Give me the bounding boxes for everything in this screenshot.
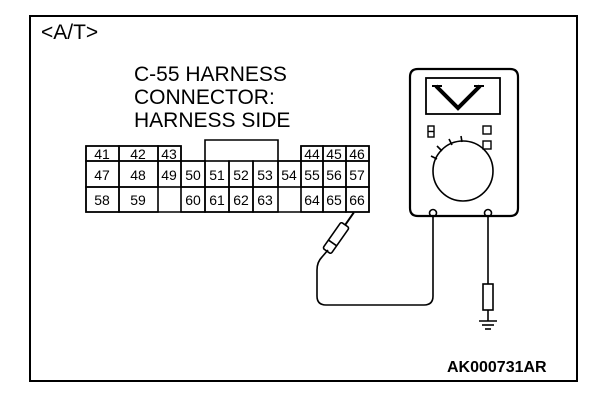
connector-pin-labels: 41 42 43 44 45 46 47 48 49 50 51 52 53 5… <box>94 146 365 208</box>
connector-row-3-cells <box>85 186 370 213</box>
pin-60: 60 <box>185 192 201 208</box>
pin-46: 46 <box>349 146 365 162</box>
probe-body <box>322 212 355 254</box>
multimeter-jacks <box>428 208 493 218</box>
pin-65: 65 <box>326 192 342 208</box>
pin-44: 44 <box>304 146 320 162</box>
multimeter: V <box>0 0 520 218</box>
pin-63: 63 <box>257 192 273 208</box>
ground-probe-lead <box>482 217 494 321</box>
pin-58: 58 <box>94 192 110 208</box>
voltage-symbol-icon <box>432 84 484 111</box>
pin-41: 41 <box>94 146 110 162</box>
connector-title-line-3: HARNESS SIDE <box>134 109 291 132</box>
pin-57: 57 <box>349 167 365 183</box>
pin-54: 54 <box>281 167 297 183</box>
pin-48: 48 <box>130 167 146 183</box>
multimeter-body <box>408 67 520 218</box>
pin-50: 50 <box>185 167 201 183</box>
pin-51: 51 <box>209 167 225 183</box>
pin-56: 56 <box>326 167 342 183</box>
pin-45: 45 <box>326 146 342 162</box>
pin-66: 66 <box>349 192 365 208</box>
display-symbol: V <box>0 0 1 1</box>
ground-probe-body <box>482 283 494 311</box>
pin-47: 47 <box>94 167 110 183</box>
pin-42: 42 <box>130 146 146 162</box>
ground-icon <box>479 320 497 330</box>
section-label: <A/T> <box>41 21 99 44</box>
pin-55: 55 <box>304 167 320 183</box>
pin-62: 62 <box>233 192 249 208</box>
multimeter-buttons <box>427 125 492 150</box>
diagram-frame <box>29 15 578 382</box>
pin-59: 59 <box>130 192 146 208</box>
pin-61: 61 <box>209 192 225 208</box>
figure-id: AK000731AR <box>447 359 547 376</box>
pin-52: 52 <box>233 167 249 183</box>
multimeter-display <box>425 77 501 115</box>
connector-title-line-2: CONNECTOR: <box>134 86 275 109</box>
pin-64: 64 <box>304 192 320 208</box>
pin-53: 53 <box>257 167 273 183</box>
harness-connector <box>85 139 370 213</box>
pin-49: 49 <box>161 167 177 183</box>
pin-43: 43 <box>161 146 177 162</box>
connector-title-line-1: C-55 HARNESS <box>134 63 287 86</box>
selector-dial <box>430 135 494 202</box>
positive-probe-lead <box>316 212 434 306</box>
